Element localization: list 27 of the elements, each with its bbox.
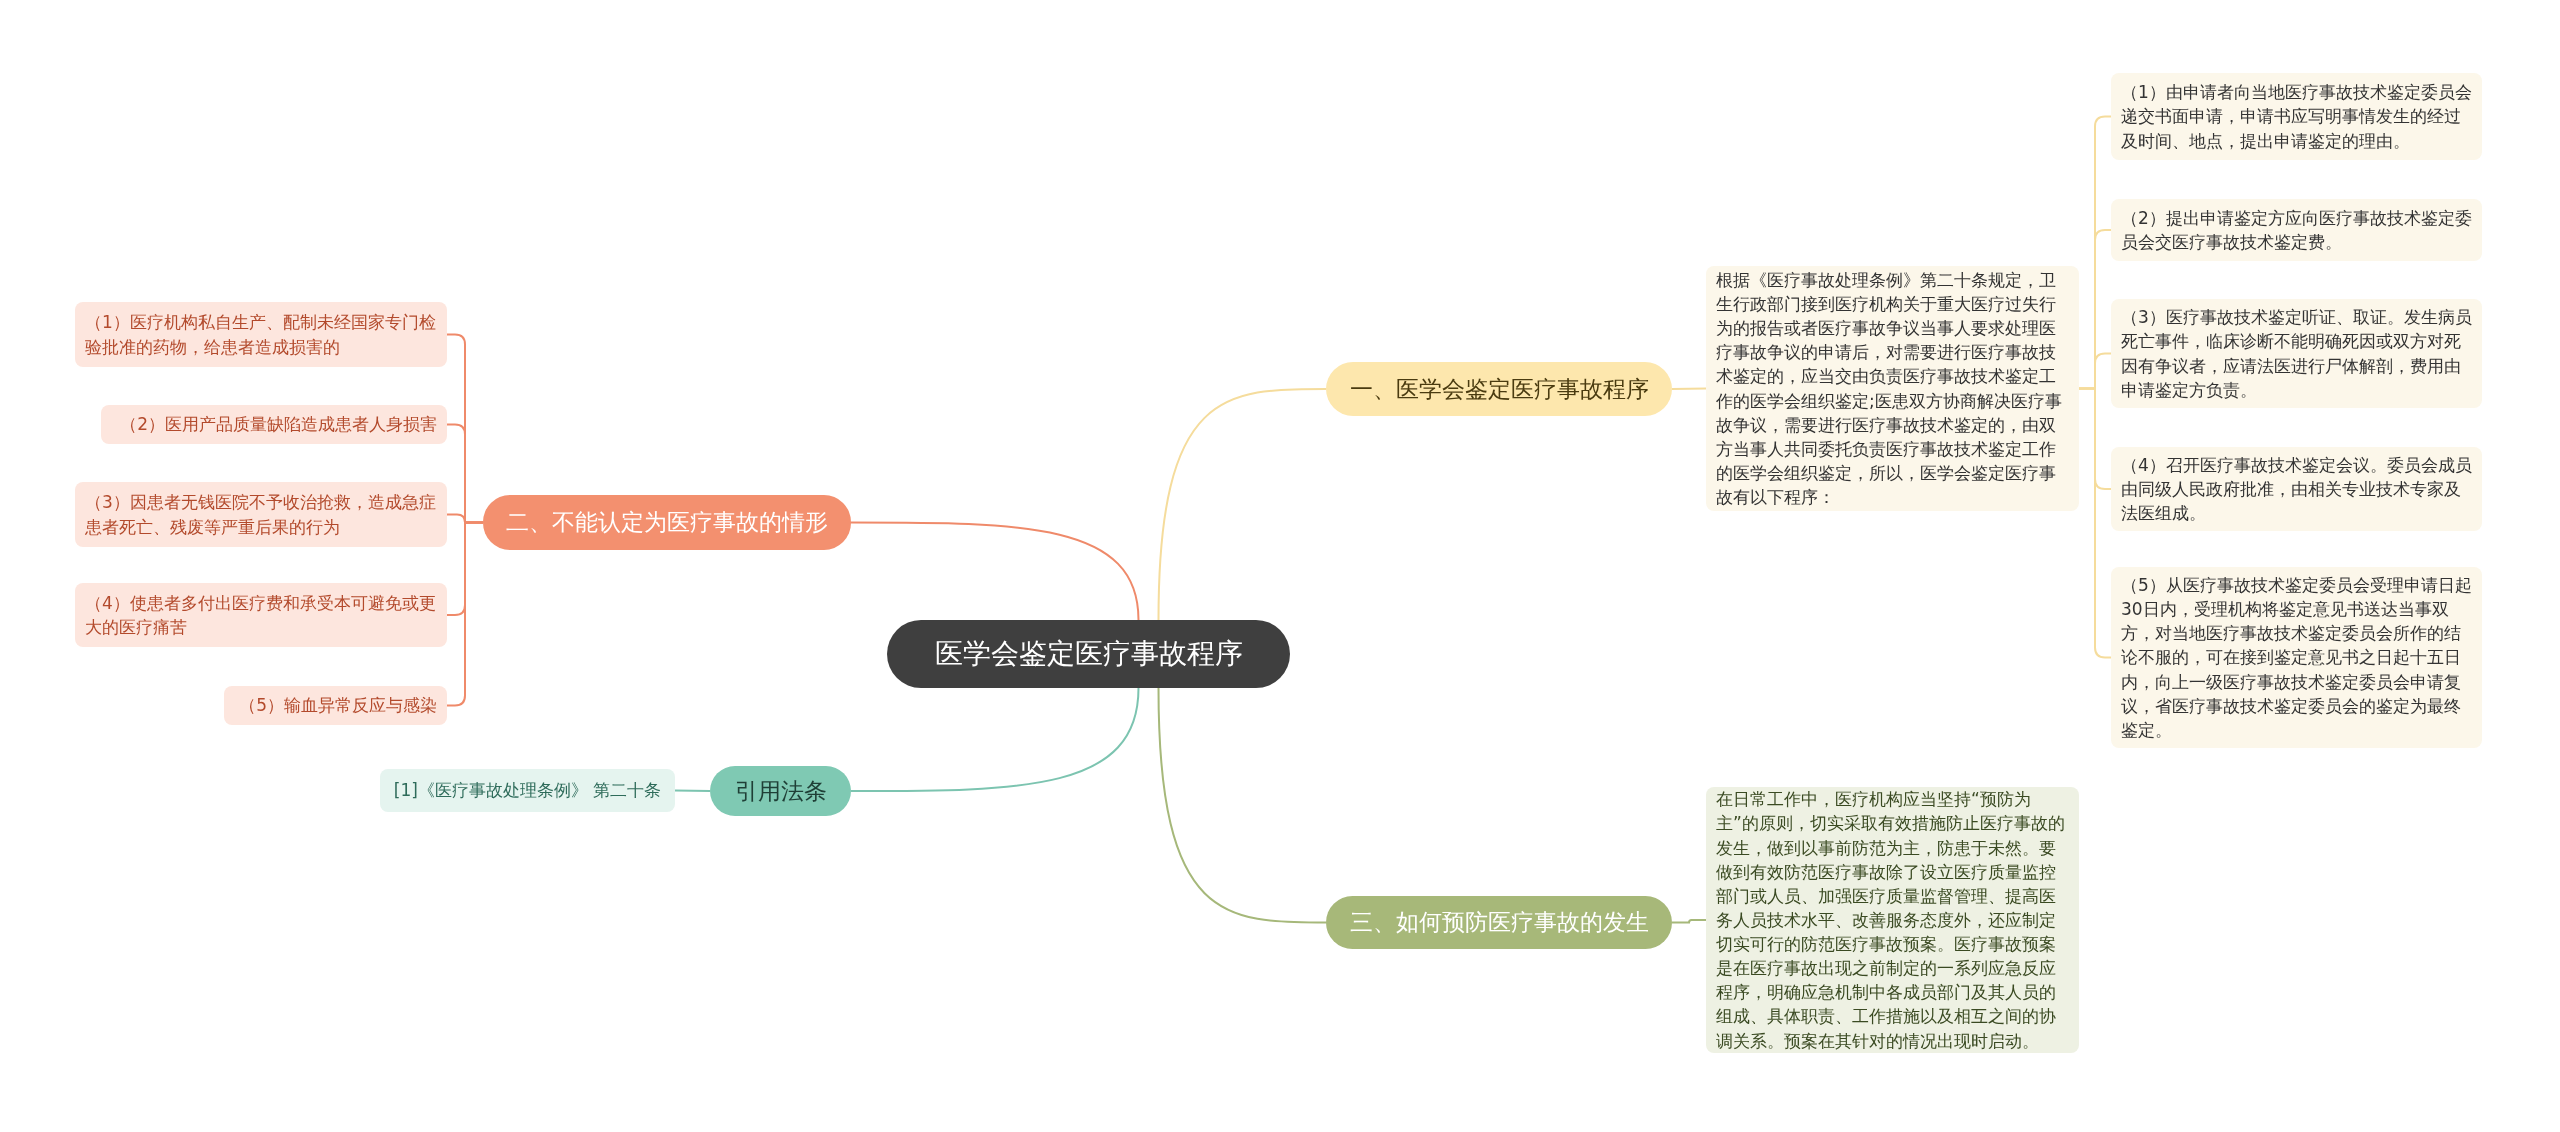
central-topic-box: 医学会鉴定医疗事故程序 [887,620,1290,688]
note-box: （3）因患者无钱医院不予收治抢救，造成急症患者死亡、残废等严重后果的行为 [75,482,447,547]
connector-line [2078,387,2112,659]
connector-line [1671,919,1707,924]
connector-line [850,521,1140,621]
note-box: 根据《医疗事故处理条例》第二十条规定，卫生行政部门接到医疗机构关于重大医疗过失行为的报告或者医疗事故争议当事人要求处理医疗事故争议的申请后，对需要进行医疗事故技术鉴定的，应当交由负责医疗事故技术鉴定工作的医学会组织鉴定;医患双方协商解决医疗事故争议，需要进行医疗事故技术鉴定的，由双方当事人共同委托负责医疗事故技术鉴定工作的医学会组织鉴定，所以，医学会鉴定医疗事故有以下程序： [1706,266,2079,511]
branch-topic-box: 二、不能认定为医疗事故的情形 [483,495,851,550]
note-box: （2）提出申请鉴定方应向医疗事故技术鉴定委员会交医疗事故技术鉴定费。 [2111,199,2482,261]
note-box: （1）由申请者向当地医疗事故技术鉴定委员会递交书面申请，申请书应写明事情发生的经过及时间、地点，提出申请鉴定的理由。 [2111,73,2482,160]
note-box: （2）医用产品质量缺陷造成患者人身损害 [101,405,447,444]
note-box: （5）从医疗事故技术鉴定委员会受理申请日起30日内，受理机构将鉴定意见书送达当事双方，对当地医疗事故技术鉴定委员会所作的结论不服的，可在接到鉴定意见书之日起十五日内，向上一级医疗事故技术鉴定委员会申请复议，省医疗事故技术鉴定委员会的鉴定为最终鉴定。 [2111,567,2482,748]
note-box: （5）输血异常反应与感染 [224,686,447,725]
connector-line [1157,388,1327,621]
note-box: （4）使患者多付出医疗费和承受本可避免或更大的医疗痛苦 [75,583,447,647]
note-box: 在日常工作中，医疗机构应当坚持“预防为主”的原则，切实采取有效措施防止医疗事故的发生，做到以事前防范为主，防患于未然。要做到有效防范医疗事故除了设立医疗质量监控部门或人员、加强医疗质量监督管理、提高医务人员技术水平、改善服务态度外，还应制定切实可行的防范医疗事故预案。医疗事故预案是在医疗事故出现之前制定的一系列应急反应程序，明确应急机制中各成员部门及其人员的组成、具体职责、工作措施以及相互之间的协调关系。预案在其针对的情况出现时启动。 [1706,787,2079,1053]
branch-topic-box: 三、如何预防医疗事故的发生 [1326,896,1672,949]
branch-topic-box: 引用法条 [710,766,851,816]
connector-line [674,789,711,792]
note-box: [1]《医疗事故处理条例》 第二十条 [380,769,675,812]
connector-line [1671,387,1707,390]
connector-line [850,687,1140,792]
note-box: （3）医疗事故技术鉴定听证、取证。发生病员死亡事件，临床诊断不能明确死因或双方对死因有争议者，应请法医进行尸体解剖，费用由申请鉴定方负责。 [2111,299,2482,408]
connector-line [446,521,484,707]
note-box: （4）召开医疗事故技术鉴定会议。委员会成员由同级人民政府批准，由相关专业技术专家及法医组成。 [2111,447,2482,531]
branch-topic-box: 一、医学会鉴定医疗事故程序 [1326,362,1672,416]
connector-line [1157,687,1327,924]
note-box: （1）医疗机构私自生产、配制未经国家专门检验批准的药物，给患者造成损害的 [75,302,447,367]
